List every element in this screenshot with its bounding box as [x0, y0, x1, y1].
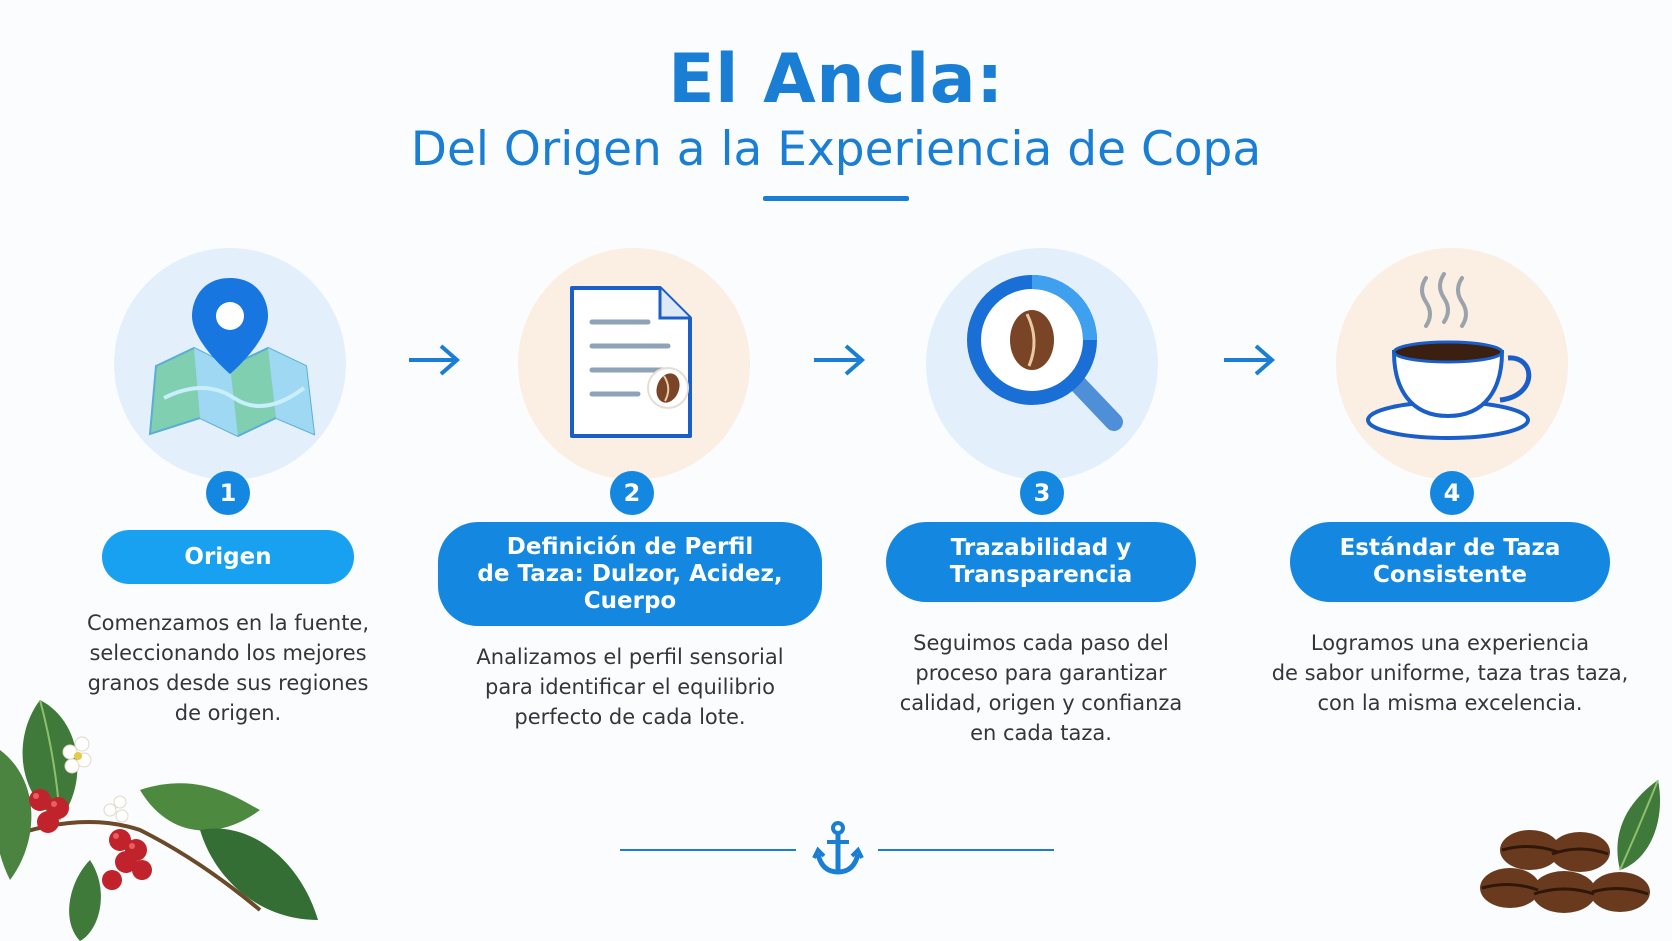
step-1-number-badge: 1	[206, 471, 250, 515]
step-3-icon-circle	[926, 248, 1158, 480]
page-title: El Ancla:	[668, 40, 1004, 119]
step-1-title: Origen	[102, 530, 354, 584]
page-subtitle: Del Origen a la Experiencia de Copa	[410, 122, 1262, 177]
coffee-cup-icon	[1366, 272, 1532, 440]
step-1-icon-circle	[114, 248, 346, 480]
anchor-icon	[812, 821, 864, 875]
bottom-divider-left	[620, 849, 796, 851]
step-4-description: Logramos una experiencia de sabor unifor…	[1271, 631, 1629, 715]
arrow-right-icon	[1224, 344, 1276, 376]
map-pin-icon	[148, 278, 316, 438]
step-2-icon-circle	[518, 248, 750, 480]
title-divider	[763, 196, 909, 201]
step-3-number-badge: 3	[1020, 471, 1064, 515]
step-2-title: Definición de Perfil de Taza: Dulzor, Ac…	[438, 522, 822, 626]
bottom-divider-right	[878, 849, 1054, 851]
step-2-number-badge: 2	[610, 471, 654, 515]
step-3-title: Trazabilidad y Transparencia	[886, 522, 1196, 602]
magnifier-icon	[967, 275, 1123, 431]
step-3-description: Seguimos cada paso del proceso para gara…	[899, 631, 1183, 745]
coffee-branch-illustration	[0, 699, 318, 941]
arrow-right-icon	[814, 344, 866, 376]
coffee-beans-illustration	[1480, 780, 1661, 913]
step-4-title: Estándar de Taza Consistente	[1290, 522, 1610, 602]
step-4-icon-circle	[1336, 248, 1568, 480]
arrow-right-icon	[409, 344, 461, 376]
step-1-description: Comenzamos en la fuente, seleccionando l…	[86, 611, 370, 725]
step-2-description: Analizamos el perfil sensorial para iden…	[476, 645, 784, 729]
step-4-number-badge: 4	[1430, 471, 1474, 515]
document-icon	[570, 286, 692, 438]
